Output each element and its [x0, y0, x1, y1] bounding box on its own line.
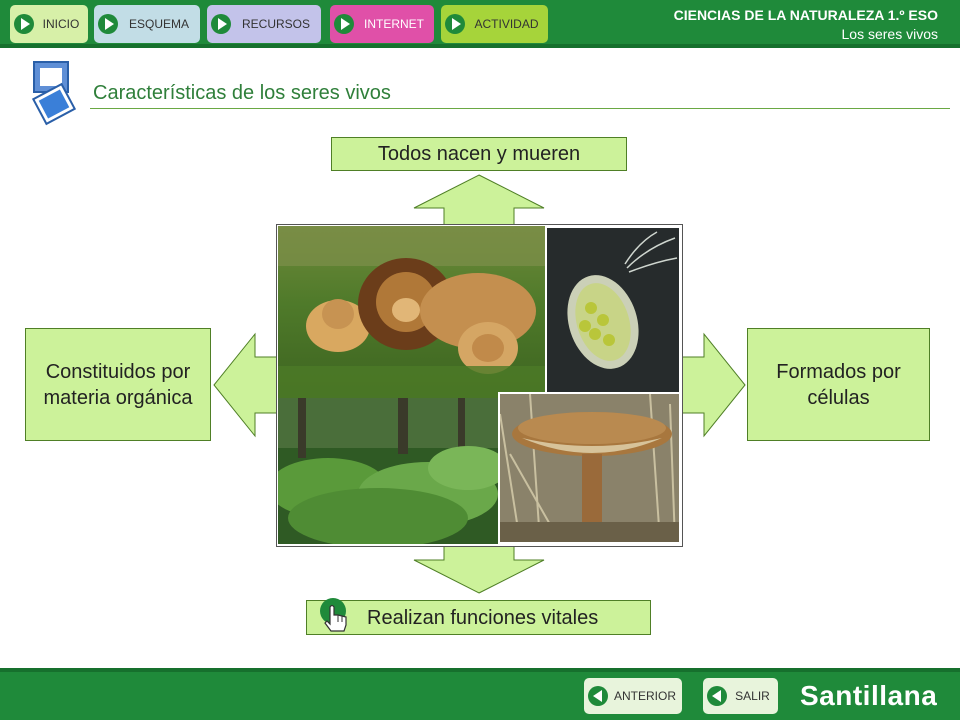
back-arrow-icon [588, 686, 608, 706]
slides-icon [32, 61, 77, 126]
box-funciones-vitales: Realizan funciones vitales [306, 600, 651, 635]
anterior-label: ANTERIOR [613, 689, 676, 703]
unit-title: Los seres vivos [841, 26, 938, 42]
nav-inicio-label: INICIO [42, 17, 80, 31]
play-icon [14, 14, 34, 34]
nav-recursos-label: RECURSOS [241, 17, 310, 31]
page-title: Características de los seres vivos [93, 82, 391, 104]
play-icon [334, 14, 354, 34]
salir-label: SALIR [735, 689, 770, 703]
nav-internet-label: INTERNET [364, 17, 424, 31]
box-celulas: Formados por células [747, 328, 930, 441]
hand-pointer-icon[interactable] [318, 597, 352, 637]
santillana-logo: Santillana [800, 680, 938, 711]
arrow-right [681, 332, 746, 438]
box-materia-organica: Constituidos por materia orgánica [25, 328, 211, 441]
microorganism-photo [545, 226, 681, 394]
lions-photo [278, 226, 548, 398]
play-icon [211, 14, 231, 34]
nav-recursos-button[interactable]: RECURSOS [207, 5, 321, 43]
nav-esquema-label: ESQUEMA [128, 17, 189, 31]
back-arrow-icon [707, 686, 727, 706]
nav-internet-button[interactable]: INTERNET [330, 5, 434, 43]
box-nacen-mueren: Todos nacen y mueren [331, 137, 627, 171]
arrow-up [413, 174, 545, 227]
nav-inicio-button[interactable]: INICIO [10, 5, 88, 43]
title-divider [90, 108, 950, 109]
arrow-down [413, 543, 545, 594]
salir-button[interactable]: SALIR [703, 678, 778, 714]
nav-actividad-button[interactable]: ACTIVIDAD [441, 5, 548, 43]
nav-esquema-button[interactable]: ESQUEMA [94, 5, 200, 43]
footer-shade [0, 668, 960, 672]
top-bar-shade [0, 44, 960, 48]
play-icon [445, 14, 465, 34]
mushroom-photo [498, 392, 681, 544]
nav-actividad-label: ACTIVIDAD [474, 17, 539, 31]
anterior-button[interactable]: ANTERIOR [584, 678, 682, 714]
play-icon [98, 14, 118, 34]
ferns-photo [278, 398, 500, 544]
footer-bar [0, 668, 960, 720]
arrow-left [213, 332, 279, 438]
course-title: CIENCIAS DE LA NATURALEZA 1.º ESO [673, 7, 938, 23]
